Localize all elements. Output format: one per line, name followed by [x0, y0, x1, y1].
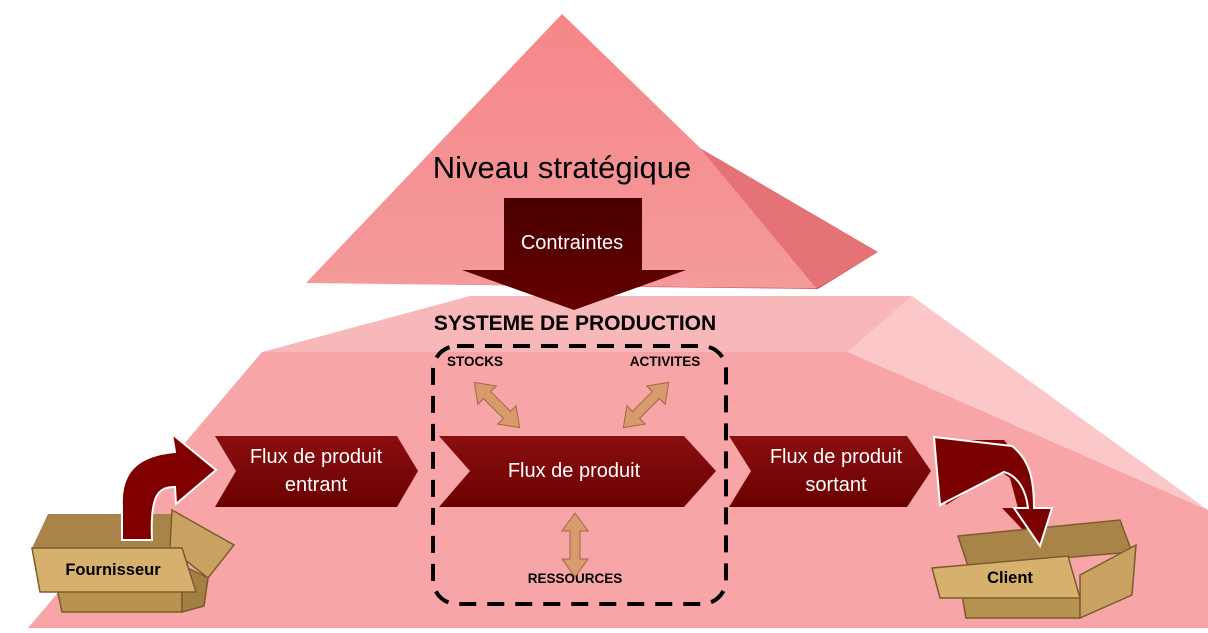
strategic-pyramid [306, 14, 878, 289]
client-label: Client [987, 569, 1033, 587]
supplier-label: Fournisseur [65, 561, 161, 579]
main-flow-label: Flux de produit [508, 460, 641, 482]
resources-double-arrow [561, 512, 589, 578]
client-box-side [1079, 543, 1137, 620]
outgoing-flow-line1: Flux de produit [770, 446, 903, 468]
constraint-arrow: Contraintes [462, 198, 686, 310]
incoming-flow-line2: entrant [285, 474, 348, 496]
outgoing-flow-chevron: Flux de produit sortant [729, 436, 931, 507]
production-system-title: SYSTEME DE PRODUCTION [434, 312, 716, 335]
supplier-box-back [32, 514, 182, 548]
supplier-box: Fournisseur [31, 431, 236, 613]
platform-top-face [262, 296, 912, 352]
client-incoming-arrow [932, 435, 1054, 549]
main-flow-chevron: Flux de produit [439, 436, 716, 507]
constraint-label: Contraintes [521, 232, 623, 254]
supplier-box-front-flap [31, 547, 198, 593]
outgoing-flow-line2: sortant [805, 474, 867, 496]
supplier-curved-arrow [120, 431, 218, 541]
stocks-double-arrow [473, 381, 521, 429]
incoming-flow-line1: Flux de produit [250, 446, 383, 468]
constraint-arrow-shape [462, 198, 686, 310]
client-box-front-flap [931, 555, 1081, 599]
incoming-flow-chevron: Flux de produit entrant [215, 436, 418, 507]
system-boundary [431, 344, 728, 606]
resources-label: RESSOURCES [528, 571, 623, 586]
pyramid-front-face [306, 14, 816, 288]
platform-side-face [848, 296, 1208, 510]
pyramid-base-edge [306, 252, 878, 289]
activities-label: ACTIVITES [630, 354, 701, 369]
activities-double-arrow [622, 381, 670, 429]
stocks-label: STOCKS [447, 354, 503, 369]
pyramid-right-face [562, 14, 878, 288]
strategic-level-title: Niveau stratégique [433, 150, 692, 185]
